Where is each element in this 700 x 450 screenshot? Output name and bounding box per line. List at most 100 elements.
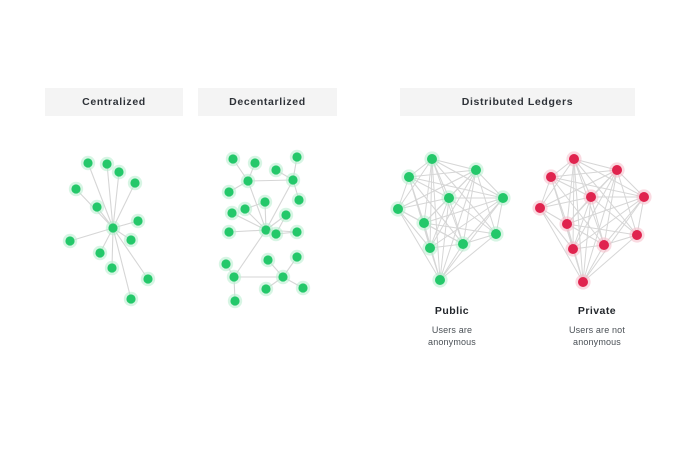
network-edge <box>566 223 638 236</box>
network-edge <box>539 169 618 209</box>
network-node <box>292 152 302 162</box>
network-edge <box>603 169 618 246</box>
network-node <box>427 154 437 164</box>
network-node <box>240 204 250 214</box>
network-edge <box>475 169 497 235</box>
network-edge <box>112 227 149 280</box>
network-edge <box>112 227 132 300</box>
network-node <box>224 227 234 237</box>
network-node <box>271 229 281 239</box>
network-node <box>278 272 288 282</box>
network-node <box>261 284 271 294</box>
network-edge <box>439 197 450 281</box>
network-edge <box>397 197 450 210</box>
network-edge <box>233 229 267 278</box>
network-node <box>260 197 270 207</box>
network-edge <box>439 197 504 281</box>
header-label-distributed-ledgers: Distributed Ledgers <box>461 96 574 108</box>
network-edge <box>429 197 450 249</box>
network-node <box>224 187 234 197</box>
network-node <box>568 244 578 254</box>
header-label-centralized: Centralized <box>82 96 146 108</box>
network-edge <box>439 169 477 281</box>
network-node <box>92 202 102 212</box>
network-edge <box>582 234 638 283</box>
network-edge <box>573 158 584 283</box>
network-edge <box>539 158 575 209</box>
network-edge <box>590 196 605 246</box>
network-node <box>498 193 508 203</box>
public-distributed-ledger-nodes <box>390 151 511 288</box>
network-node <box>298 283 308 293</box>
network-edge <box>539 207 574 250</box>
network-edge <box>247 179 294 182</box>
network-node <box>292 227 302 237</box>
network-edge <box>106 163 114 229</box>
network-edge <box>550 176 645 198</box>
network-node <box>294 195 304 205</box>
network-node <box>107 263 117 273</box>
network-edge <box>247 180 267 231</box>
network-node <box>425 243 435 253</box>
network-edge <box>423 158 433 224</box>
network-node <box>599 240 609 250</box>
network-node <box>130 178 140 188</box>
network-edge <box>550 176 605 246</box>
network-edge <box>582 169 618 283</box>
private-distributed-ledger-edges <box>539 158 645 283</box>
network-edge <box>448 197 464 245</box>
network-edge <box>550 169 618 178</box>
network-node <box>419 218 429 228</box>
header-bar-distributed-ledgers: Distributed Ledgers <box>400 88 635 116</box>
network-node <box>114 167 124 177</box>
network-edge <box>397 169 477 210</box>
private-distributed-ledger-nodes <box>532 151 652 290</box>
network-edge <box>112 182 136 229</box>
caption-title-private: Private <box>577 305 617 317</box>
network-edge <box>539 196 592 209</box>
network-node <box>227 208 237 218</box>
network-edge <box>566 158 575 225</box>
network-hub-node <box>108 223 118 233</box>
network-node <box>435 275 445 285</box>
network-edge <box>462 169 477 245</box>
network-node <box>133 216 143 226</box>
network-node <box>261 225 271 235</box>
header-label-decentralized: Decentarlized <box>229 96 306 108</box>
network-edge <box>572 196 592 250</box>
network-node <box>65 236 75 246</box>
network-node <box>263 255 273 265</box>
network-edge <box>429 169 477 249</box>
network-node <box>562 219 572 229</box>
network-node <box>221 259 231 269</box>
network-node <box>578 277 588 287</box>
network-edge <box>87 162 114 229</box>
network-node <box>612 165 622 175</box>
network-node <box>444 193 454 203</box>
network-edge <box>423 197 504 224</box>
network-node <box>288 175 298 185</box>
network-edge <box>429 197 504 249</box>
network-edge <box>572 158 575 250</box>
network-edge <box>566 196 645 225</box>
network-node <box>292 252 302 262</box>
network-edge <box>423 222 497 235</box>
network-node <box>471 165 481 175</box>
network-edge <box>590 196 638 236</box>
network-node <box>126 235 136 245</box>
network-node <box>491 229 501 239</box>
network-node <box>404 172 414 182</box>
centralized-network-nodes <box>62 155 156 307</box>
network-edge <box>582 196 592 283</box>
network-edge <box>572 196 645 250</box>
network-edge <box>69 227 114 242</box>
caption-title-public: Public <box>434 305 470 317</box>
network-node <box>393 204 403 214</box>
network-node <box>458 239 468 249</box>
network-edge <box>397 208 431 249</box>
network-node <box>546 172 556 182</box>
